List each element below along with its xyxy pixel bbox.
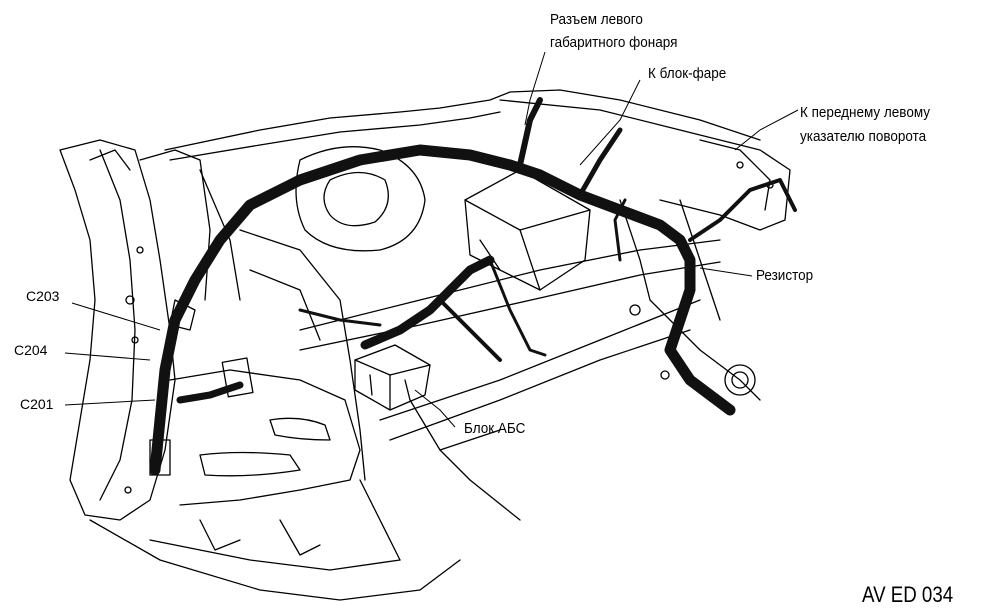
radiator-support	[499, 99, 791, 231]
connector-block	[221, 357, 254, 398]
label-to-headlamp: К блок-фаре	[648, 65, 727, 82]
leader-turn-signal	[734, 109, 799, 151]
inner-fender-apron	[239, 229, 366, 481]
label-abs-unit: Блок АБС	[464, 420, 526, 437]
cowl-top	[164, 89, 761, 151]
leader-c203	[71, 302, 161, 331]
leader-abs	[414, 389, 456, 428]
label-turn-signal-line2: указателю поворота	[800, 128, 927, 145]
leader-c201	[64, 399, 156, 406]
left-pillar-outline	[59, 139, 176, 521]
label-c203: C203	[26, 288, 60, 304]
label-c201: C201	[20, 396, 54, 412]
label-resistor: Резистор	[756, 267, 814, 284]
figure-id: AV ED 034	[862, 582, 954, 607]
leader-resistor	[699, 267, 753, 277]
leader-side-marker	[524, 51, 546, 126]
label-side-marker-line1: Разъем левого	[550, 11, 643, 28]
frame-rail	[299, 239, 721, 331]
leader-c204	[64, 352, 151, 361]
label-turn-signal-line1: К переднему левому	[800, 104, 931, 121]
label-side-marker-line2: габаритного фонаря	[550, 34, 678, 51]
abs-unit-drawing	[354, 344, 431, 411]
label-c204: C204	[14, 342, 48, 358]
leader-headlamp	[579, 79, 641, 166]
lower-fender	[89, 519, 461, 601]
left-pillar-inner	[99, 149, 136, 501]
strut-tower	[295, 146, 426, 252]
main-harness	[149, 144, 736, 476]
